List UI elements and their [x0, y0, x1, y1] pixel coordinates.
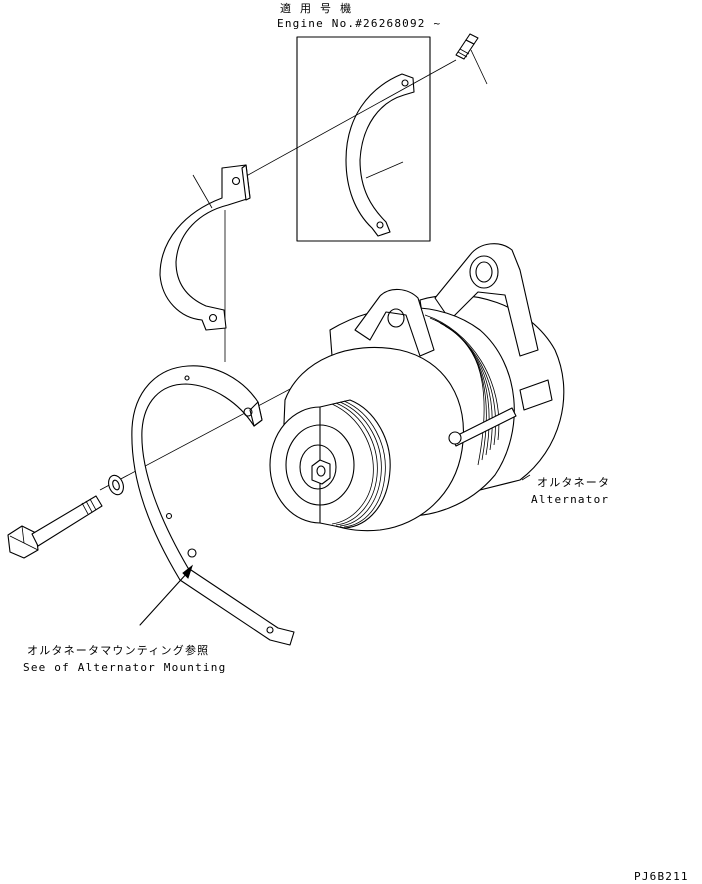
- alternator-leader: [521, 474, 531, 481]
- drawing-code: PJ6B211: [634, 870, 689, 883]
- inset-heading-en: Engine No.#26268092 ~: [277, 17, 442, 30]
- centerline-upper: [229, 59, 457, 186]
- upper-bracket: [159, 164, 251, 331]
- inset-frame: [296, 36, 431, 242]
- inset-heading-jp: 適 用 号 機: [280, 2, 353, 15]
- mounting-ref-label-jp: オルタネータマウンティング参照: [27, 644, 210, 657]
- inset-bracket: [345, 73, 415, 237]
- alternator: [269, 243, 565, 532]
- alternator-label-en: Alternator: [531, 493, 610, 506]
- top-bolt: [455, 33, 488, 85]
- mounting-bracket: [131, 365, 295, 646]
- long-bolt: [7, 495, 103, 559]
- washer: [108, 474, 124, 496]
- mounting-ref-label-en: See of Alternator Mounting: [23, 661, 227, 674]
- mounting-arrow: [139, 564, 193, 626]
- alternator-label-jp: オルタネータ: [537, 476, 611, 489]
